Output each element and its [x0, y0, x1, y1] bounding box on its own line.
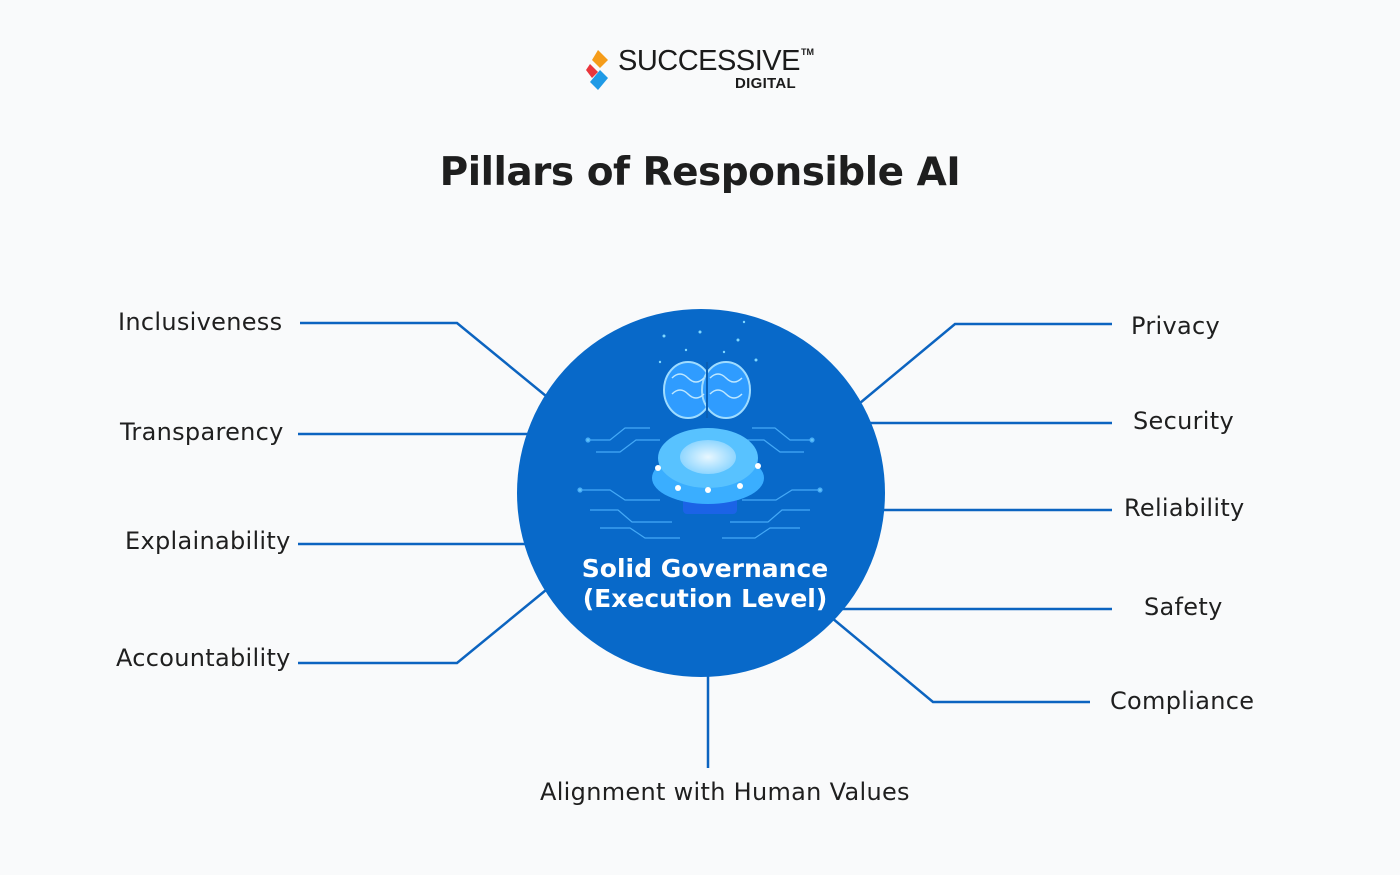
connector-accountability — [298, 589, 547, 665]
pillar-accountability: Accountability — [116, 644, 291, 672]
page-title: Pillars of Responsible AI — [439, 150, 961, 195]
pillar-transparency: Transparency — [120, 418, 284, 446]
successive-logo-icon — [586, 50, 608, 90]
platform-icon — [652, 428, 764, 514]
particle-dots — [658, 320, 758, 364]
pillar-reliability: Reliability — [1124, 494, 1245, 522]
pillar-security: Security — [1133, 407, 1234, 435]
center-label-line1: Solid Governance — [581, 554, 829, 583]
pillar-inclusiveness: Inclusiveness — [118, 308, 283, 336]
logo-subtitle: DIGITAL — [735, 75, 796, 92]
center-label: Solid Governance (Execution Level) — [540, 554, 870, 614]
brain-icon — [663, 361, 751, 419]
pillar-privacy: Privacy — [1131, 312, 1220, 340]
pillar-compliance: Compliance — [1110, 687, 1255, 715]
pillar-safety: Safety — [1144, 593, 1223, 621]
center-label-line2: (Execution Level) — [582, 584, 828, 613]
brand-logo: SUCCESSIVE TM DIGITAL — [586, 44, 826, 96]
connector-compliance — [831, 617, 1090, 704]
connector-inclusiveness — [300, 321, 547, 397]
pillar-alignment: Alignment with Human Values — [540, 778, 910, 806]
connector-lines — [298, 321, 1112, 768]
circuit-icon — [577, 427, 823, 539]
pillar-explainability: Explainability — [125, 527, 291, 555]
logo-trademark: TM — [801, 47, 814, 57]
logo-wordmark: SUCCESSIVE — [618, 45, 800, 77]
connector-privacy — [859, 322, 1112, 404]
